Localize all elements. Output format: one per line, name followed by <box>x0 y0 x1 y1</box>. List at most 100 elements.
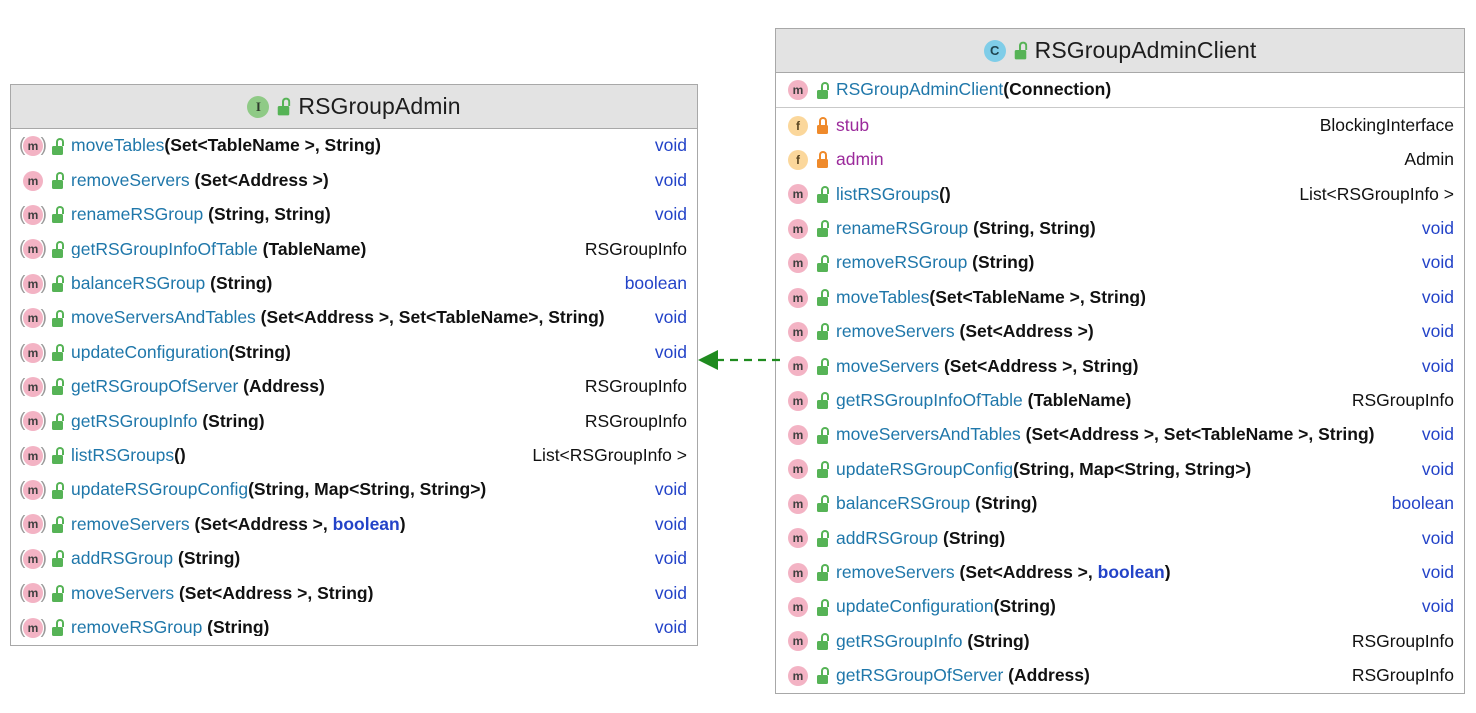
member-icons: m <box>785 287 830 308</box>
unlocked-icon <box>50 240 65 258</box>
member-name: moveServersAndTables <box>836 426 1021 444</box>
method-icon: m <box>785 184 811 205</box>
abstract-method-icon: m <box>20 411 46 432</box>
class-box-title: RSGroupAdmin <box>298 93 461 119</box>
interface-icon: I <box>247 95 270 118</box>
member-icons: m <box>785 356 830 377</box>
class-box-header[interactable]: C RSGroupAdminClient <box>776 29 1464 73</box>
member-icons: m <box>20 480 65 501</box>
member-name: renameRSGroup <box>71 206 204 224</box>
member-signature: updateConfiguration(String) <box>830 598 1414 616</box>
method-icon: m <box>785 321 811 342</box>
member-signature: getRSGroupInfo (String) <box>830 633 1344 651</box>
member-parameters: (Set<Address >, String) <box>174 584 374 603</box>
abstract-method-icon: m <box>20 204 46 225</box>
member-signature: moveServers (Set<Address >, String) <box>65 585 647 603</box>
member-icons: m <box>785 390 830 411</box>
member-name: getRSGroupInfo <box>71 412 198 431</box>
method-icon: m <box>785 597 811 618</box>
class-box-title: RSGroupAdminClient <box>1034 37 1257 63</box>
member-signature: listRSGroups() <box>830 186 1291 204</box>
member-return-type: RSGroupInfo <box>1351 630 1454 651</box>
member-parameters: (String, Map<String, String>) <box>1013 460 1252 479</box>
member-parameters: (String) <box>962 632 1030 651</box>
member-name: addRSGroup <box>836 529 939 548</box>
member-icons: m <box>20 308 65 329</box>
unlocked-icon <box>50 515 65 533</box>
member-return-type: RSGroupInfo <box>1351 389 1454 410</box>
class-box-header[interactable]: I RSGroupAdmin <box>11 85 697 129</box>
member-parameters: (String) <box>197 412 265 431</box>
member-name: listRSGroups <box>71 446 175 465</box>
member-return-type: List<RSGroupInfo > <box>1299 183 1454 204</box>
member-parameters: (Set<Address >, boolean) <box>954 563 1171 582</box>
abstract-method-icon: m <box>20 583 46 604</box>
unlocked-icon <box>50 275 65 293</box>
member-return-type: Admin <box>1404 149 1454 170</box>
section-divider <box>776 107 1464 109</box>
member-icons: m <box>785 425 830 446</box>
abstract-method-icon: m <box>20 136 46 157</box>
member-icons: m <box>20 239 65 260</box>
member-icons: m <box>785 184 830 205</box>
member-return-type: void <box>654 548 687 569</box>
member-icons: m <box>785 528 830 549</box>
member-name: getRSGroupInfoOfTable <box>836 391 1023 410</box>
member-name: getRSGroupOfServer <box>836 667 1004 685</box>
member-parameters: (Set<Address >, boolean) <box>189 515 406 534</box>
member-name: listRSGroups <box>836 185 940 204</box>
member-name: renameRSGroup <box>836 220 969 238</box>
member-parameters: (String) <box>938 529 1006 548</box>
member-return-type: List<RSGroupInfo > <box>532 444 687 465</box>
member-row[interactable]: m listRSGroups() List<RSGroupInfo > <box>776 177 1464 211</box>
member-signature: listRSGroups() <box>65 447 524 465</box>
member-icons: m <box>785 665 830 686</box>
member-icons: m <box>20 273 65 294</box>
member-icons: m <box>20 514 65 535</box>
member-return-type: boolean <box>624 273 687 293</box>
unlocked-icon <box>50 378 65 396</box>
unlocked-icon <box>815 495 830 513</box>
class-box-rsgroupadmin[interactable]: I RSGroupAdmin mmoveTables(Set<TableName… <box>10 84 698 646</box>
member-name: moveTables <box>71 137 165 155</box>
unlocked-icon <box>815 460 830 478</box>
member-icons: m <box>785 459 830 480</box>
member-name: moveServersAndTables <box>71 309 256 327</box>
unlocked-icon <box>815 323 830 341</box>
